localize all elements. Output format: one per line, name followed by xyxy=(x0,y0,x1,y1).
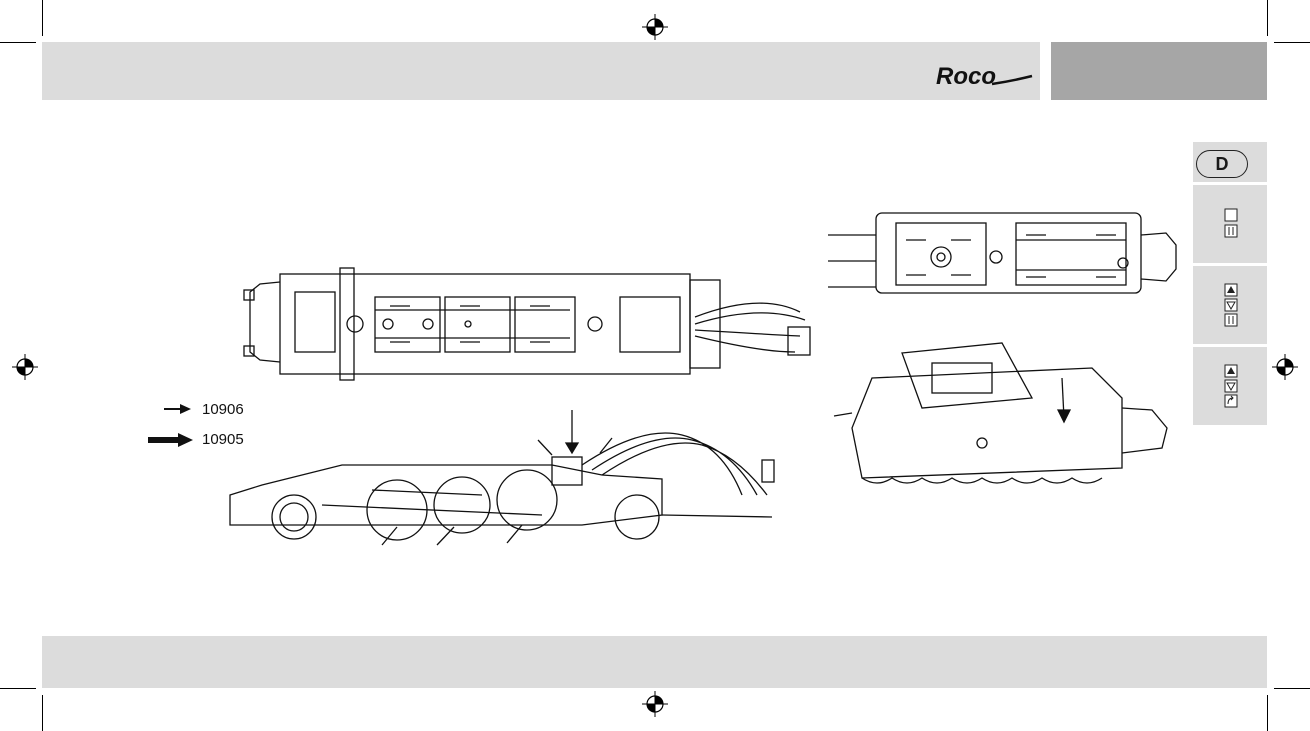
registration-mark-right xyxy=(1272,354,1298,380)
thick-arrow-icon xyxy=(148,433,194,447)
crop-mark-tr-v xyxy=(1267,0,1268,36)
crop-mark-br-v xyxy=(1267,695,1268,731)
crop-mark-tl-h xyxy=(0,42,36,43)
chassis-top-view-illustration xyxy=(240,262,820,387)
roco-logo: Roco xyxy=(934,62,1034,92)
section-icons-2 xyxy=(1224,208,1238,240)
registration-mark-bottom xyxy=(642,691,668,717)
crop-mark-bl-v xyxy=(42,695,43,731)
thin-arrow-icon xyxy=(164,403,192,415)
header-bar xyxy=(42,42,1040,100)
footer-bar xyxy=(42,636,1267,688)
crop-mark-bl-h xyxy=(0,688,36,689)
crop-mark-tl-v xyxy=(42,0,43,36)
chassis-side-view-illustration xyxy=(222,405,802,555)
crop-mark-br-h xyxy=(1274,688,1310,689)
underside-view-illustration xyxy=(826,205,1206,300)
registration-mark-top xyxy=(642,14,668,40)
body-removal-illustration xyxy=(832,338,1182,493)
header-tab xyxy=(1051,42,1267,100)
brand-text: Roco xyxy=(936,63,996,90)
section-icons-4 xyxy=(1224,364,1238,408)
crop-mark-tr-h xyxy=(1274,42,1310,43)
registration-mark-left xyxy=(12,354,38,380)
section-icons-3 xyxy=(1224,283,1238,327)
language-badge[interactable]: D xyxy=(1196,150,1248,178)
